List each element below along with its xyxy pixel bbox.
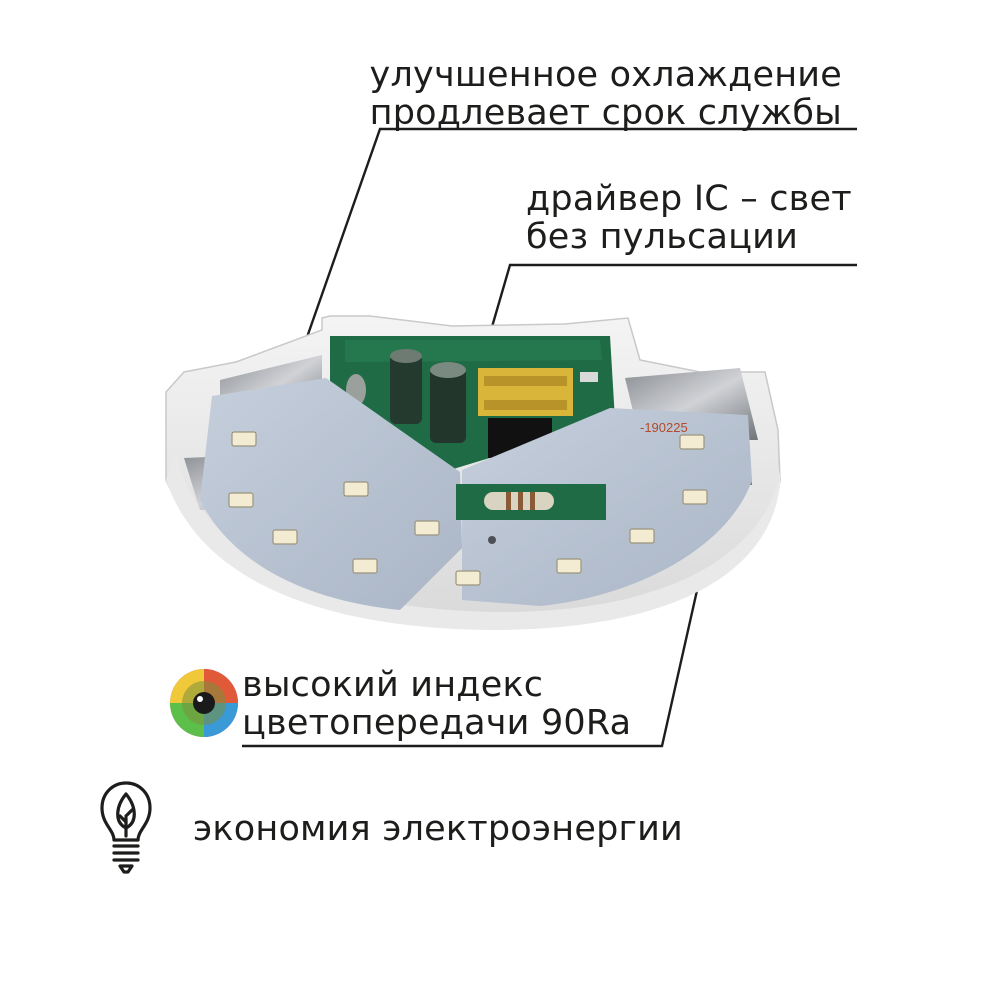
pcb-marking: -190225 (640, 420, 688, 435)
energy-caption-line1: экономия электроэнергии (193, 809, 683, 849)
cri-caption-line1: высокий индекс (242, 665, 544, 705)
cri-leader-line (242, 545, 709, 748)
leaf-bulb-icon (100, 781, 152, 874)
driver-caption: драйвер IC – свет без пульсации (526, 180, 852, 256)
cooling-caption-line2: продлевает срок службы (369, 93, 842, 133)
energy-caption: экономия электроэнергии (193, 810, 683, 848)
cri-caption-line2: цветопередачи 90Ra (242, 703, 632, 743)
cooling-caption-line1: улучшенное охлаждение (369, 55, 842, 95)
cri-caption: высокий индекс цветопередачи 90Ra (242, 666, 631, 742)
rainbow-eye-icon (170, 669, 238, 737)
driver-caption-line2: без пульсации (526, 217, 799, 257)
driver-caption-line1: драйвер IC – свет (526, 179, 852, 219)
led-board (200, 378, 752, 610)
cooling-caption: улучшенное охлаждение продлевает срок сл… (370, 56, 842, 132)
led-chips (228, 431, 708, 586)
cooling-leader-line (290, 127, 857, 381)
